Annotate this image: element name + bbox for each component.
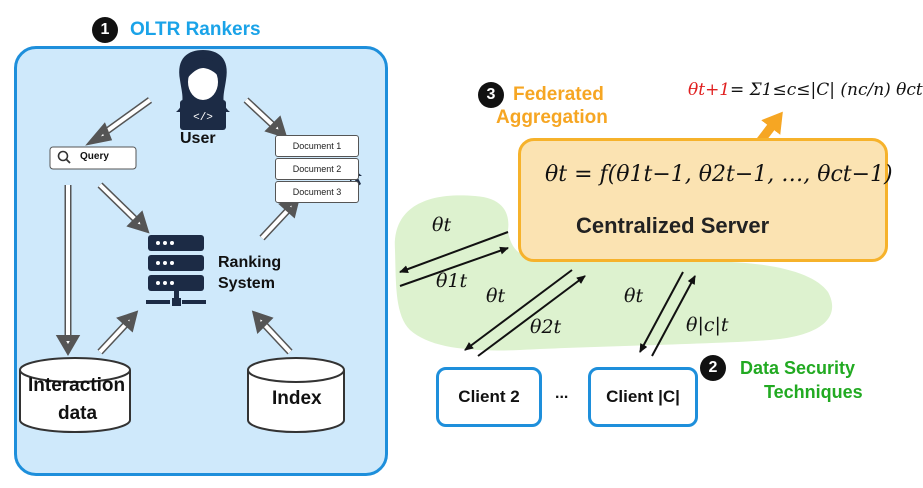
- clients-ellipsis: ...: [555, 385, 569, 402]
- ranking-system-label-1: Ranking: [218, 254, 282, 271]
- update-formula-lhs: θt+1: [688, 80, 731, 100]
- aggregation-title-2: Aggregation: [496, 107, 608, 128]
- security-badge: 2: [700, 355, 726, 381]
- interaction-data-cylinder: [19, 357, 131, 433]
- query-label: Query: [80, 151, 109, 162]
- communication-arrows: [399, 231, 696, 357]
- server-rack-icon: [146, 235, 206, 306]
- query-box: [49, 146, 137, 170]
- theta-down-label-3: θt: [624, 285, 644, 307]
- oltr-badge: 1: [92, 17, 118, 43]
- oltr-flow-arrows: [55, 97, 301, 356]
- theta-down-label-2: θt: [486, 285, 506, 307]
- aggregation-badge: 3: [478, 82, 504, 108]
- user-label: User: [180, 130, 216, 147]
- interaction-data-label-2: data: [58, 403, 98, 424]
- theta-up-label-2: θ2t: [530, 316, 562, 338]
- theta-down-label-1: θt: [432, 214, 452, 236]
- server-formula: θt = f(θ1t−1, θ2t−1, …, θct−1): [545, 162, 893, 187]
- server-label: Centralized Server: [576, 213, 770, 238]
- aggregation-title-1: Federated: [513, 84, 604, 105]
- interaction-data-label-1: Interaction: [28, 375, 126, 396]
- theta-up-label-3: θ|c|t: [686, 314, 729, 336]
- security-title-2: Techniques: [764, 382, 863, 402]
- theta-up-label-1: θ1t: [436, 270, 468, 292]
- client-box: Client 2: [436, 367, 542, 427]
- index-label: Index: [272, 388, 322, 409]
- index-cylinder: [247, 357, 345, 433]
- federated-oltr-diagram: 1 OLTR Rankers </>: [14, 17, 923, 476]
- client-box: Client |C|: [588, 367, 698, 427]
- oltr-title: OLTR Rankers: [130, 19, 261, 40]
- user-icon: </>: [176, 50, 230, 130]
- document-item: Document 1: [275, 135, 359, 157]
- svg-text:</>: </>: [193, 112, 213, 124]
- oltr-graphics: </>: [19, 50, 783, 433]
- document-item: Document 3: [275, 181, 359, 203]
- centralized-server-box: [518, 138, 888, 262]
- security-title-1: Data Security: [740, 358, 856, 378]
- ranking-system-label-2: System: [218, 275, 275, 292]
- document-item: Document 2: [275, 158, 359, 180]
- update-formula-rhs: = Σ1≤c≤|C| (nc/n) θct: [730, 80, 923, 100]
